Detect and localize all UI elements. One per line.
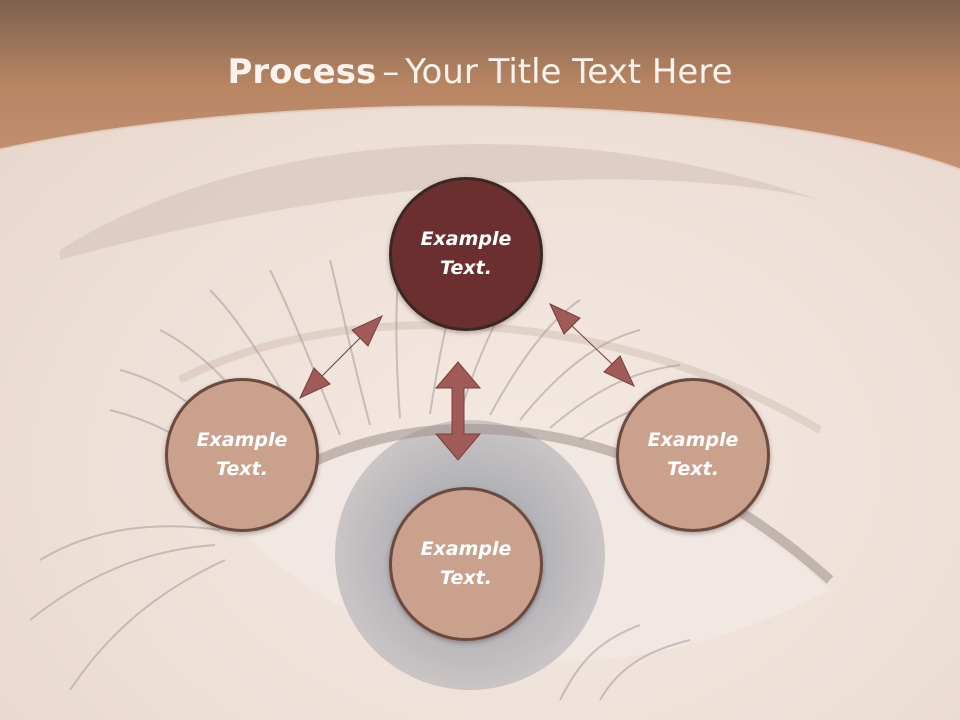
node-right-line1: Example [647,429,739,451]
node-left-line2: Text. [216,458,268,480]
process-node-right[interactable]: Example Text. [616,378,770,532]
node-top-line1: Example [420,228,512,250]
title-rest: Your Title Text Here [405,52,733,92]
node-left-line1: Example [196,429,288,451]
process-node-top[interactable]: Example Text. [389,177,543,331]
node-bottom-line1: Example [420,538,512,560]
slide-title: Process–Your Title Text Here [0,52,960,92]
title-separator: – [382,52,400,92]
node-bottom-line2: Text. [440,567,492,589]
node-right-line2: Text. [667,458,719,480]
process-node-left[interactable]: Example Text. [165,378,319,532]
title-strong: Process [227,52,377,92]
node-top-line2: Text. [440,257,492,279]
process-node-bottom[interactable]: Example Text. [389,487,543,641]
